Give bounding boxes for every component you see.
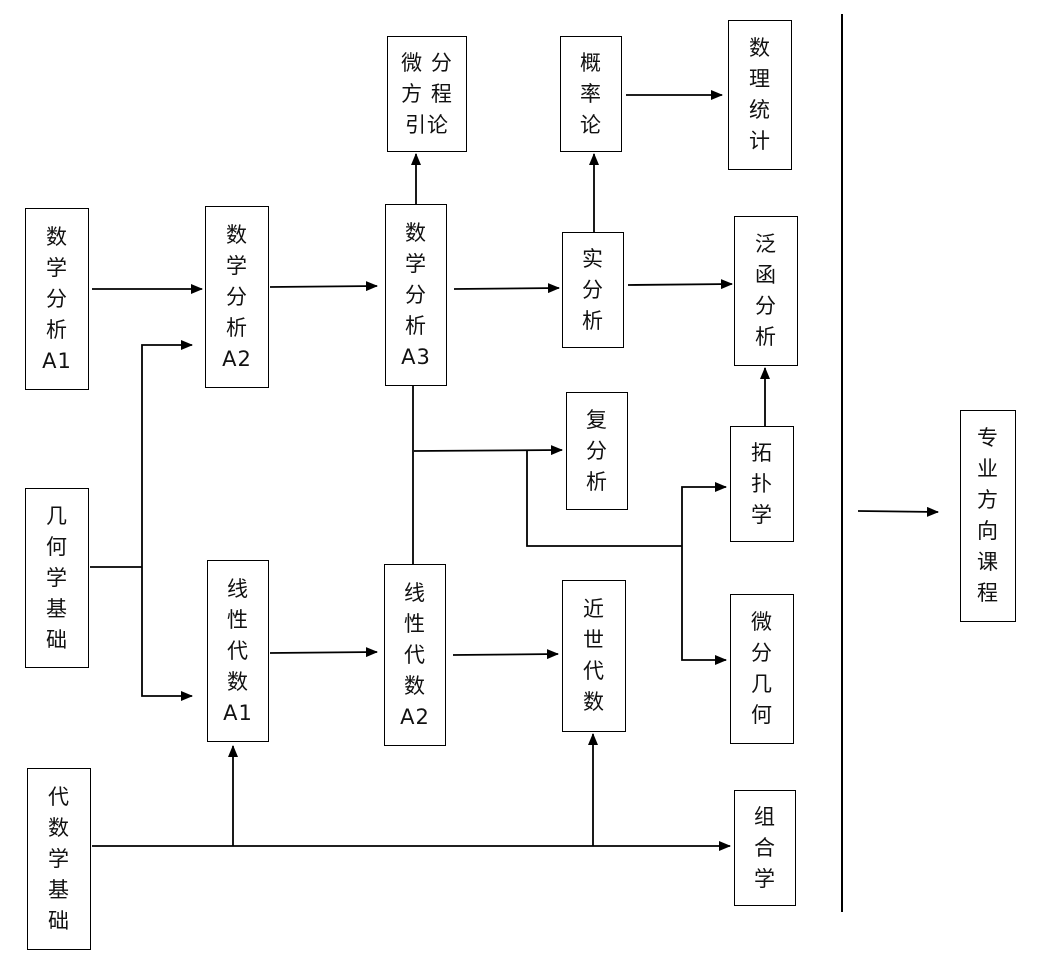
node-linear-algebra-a1: 线 性 代 数 A1 — [207, 560, 269, 742]
edge-linear-algebra-a1-to-a2 — [269, 647, 378, 658]
node-label: 线 性 代 数 A2 — [400, 580, 430, 729]
node-label: 泛 函 分 析 — [755, 232, 777, 349]
node-math-analysis-a2: 数 学 分 析 A2 — [205, 206, 269, 388]
node-math-analysis-a1: 数 学 分 析 A1 — [25, 208, 89, 390]
node-label: 数 学 分 析 A1 — [42, 224, 72, 373]
node-label: 微 分 几 何 — [751, 610, 773, 727]
node-algebra-basics: 代 数 学 基 础 — [27, 768, 91, 950]
node-linear-algebra-a2: 线 性 代 数 A2 — [384, 564, 446, 746]
connector-to-geometry-branch — [526, 451, 682, 547]
node-math-analysis-a3: 数 学 分 析 A3 — [385, 204, 447, 386]
node-label: 数 理 统 计 — [749, 36, 771, 153]
edge-math-analysis-a2-to-a3 — [269, 281, 378, 292]
node-label: 几 何 学 基 础 — [46, 503, 68, 652]
node-label: 数 学 分 析 A3 — [401, 220, 431, 369]
node-specialized-courses: 专 业 方 向 课 程 — [960, 410, 1016, 622]
node-complex-analysis: 复 分 析 — [566, 392, 628, 510]
node-combinatorics: 组 合 学 — [734, 790, 796, 906]
edge-geometry-basics-to-linear-algebra-a1 — [141, 567, 193, 701]
node-label: 概 率 论 — [580, 50, 602, 137]
node-label: 线 性 代 数 A1 — [223, 576, 253, 725]
node-label: 拓 扑 学 — [751, 440, 773, 527]
node-label: 代 数 学 基 础 — [48, 784, 70, 933]
node-real-analysis: 实 分 析 — [562, 232, 624, 348]
node-label: 数 学 分 析 A2 — [222, 222, 252, 371]
node-topology: 拓 扑 学 — [730, 426, 794, 542]
node-differential-equations-intro: 微 分 方 程 引论 — [387, 36, 467, 152]
edge-to-complex-analysis — [413, 445, 563, 456]
node-label: 微 分 方 程 引论 — [401, 50, 453, 137]
node-probability-theory: 概 率 论 — [560, 36, 622, 152]
node-functional-analysis: 泛 函 分 析 — [734, 216, 798, 366]
node-label: 组 合 学 — [754, 804, 776, 891]
edge-real-analysis-to-functional-analysis — [627, 279, 733, 290]
node-label: 近 世 代 数 — [583, 597, 605, 714]
edge-geometry-basics-to-math-analysis-a2 — [141, 340, 193, 567]
edge-math-analysis-a3-to-real-analysis — [453, 283, 560, 294]
edge-linear-algebra-a2-to-modern-algebra — [452, 649, 559, 660]
node-mathematical-statistics: 数 理 统 计 — [728, 20, 792, 170]
edge-to-differential-geometry — [681, 546, 727, 665]
edge-to-topology — [681, 482, 727, 546]
node-label: 复 分 析 — [586, 407, 608, 494]
node-geometry-basics: 几 何 学 基 础 — [25, 488, 89, 668]
node-label: 实 分 析 — [582, 246, 604, 333]
node-modern-algebra: 近 世 代 数 — [562, 580, 626, 732]
edge-to-specialized-courses — [857, 506, 939, 517]
node-label: 专 业 方 向 课 程 — [977, 426, 999, 605]
node-differential-geometry: 微 分 几 何 — [730, 594, 794, 744]
